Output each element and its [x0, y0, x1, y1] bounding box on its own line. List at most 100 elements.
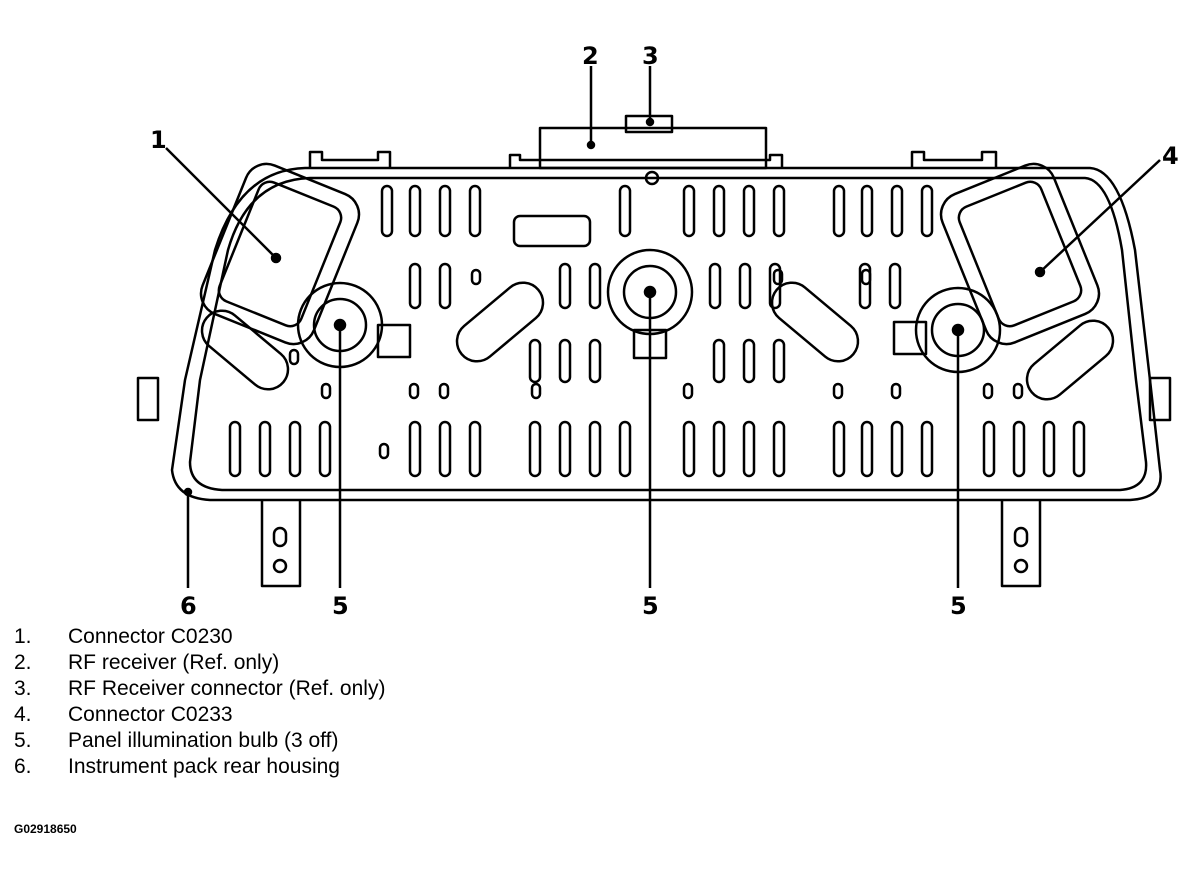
small-vent-slot [438, 382, 450, 400]
vent-slot [772, 420, 786, 478]
vent-slot [772, 184, 786, 238]
legend-text: Panel illumination bulb (3 off) [68, 729, 339, 752]
small-vent-slot [860, 268, 872, 286]
vent-slot [438, 184, 452, 238]
small-vent-slot [320, 382, 332, 400]
callout-6: 6 [180, 592, 197, 620]
parts-legend: 1. Connector C0230 2. RF receiver (Ref. on… [14, 624, 385, 780]
legend-text: RF receiver (Ref. only) [68, 651, 280, 674]
legend-item: 4. Connector C0233 [14, 702, 385, 728]
callout-3: 3 [642, 42, 659, 70]
vent-slot [438, 262, 452, 310]
vent-slot [468, 420, 482, 478]
bottom-mounting-lugs [260, 500, 1042, 588]
legend-number: 2. [14, 651, 32, 674]
vent-slot [742, 184, 756, 238]
rear-housing-outline [170, 166, 1162, 502]
vent-slot [832, 420, 846, 478]
callout-5-right: 5 [950, 592, 967, 620]
instrument-pack-diagram: 1 2 3 4 5 5 5 6 [136, 42, 1179, 620]
small-vent-slot [890, 382, 902, 400]
vent-slot [408, 420, 422, 478]
vent-slot [318, 420, 332, 478]
legend-text: RF Receiver connector (Ref. only) [68, 677, 386, 700]
vent-slot [742, 338, 756, 384]
vent-slot [682, 420, 696, 478]
figure-reference-code: G02918650 [14, 822, 77, 836]
bulb-left [296, 281, 412, 369]
vent-slot [712, 420, 726, 478]
vent-slot [920, 420, 934, 478]
top-mounting-clips [308, 150, 998, 168]
vent-slot [920, 184, 934, 238]
vent-slot [438, 420, 452, 478]
legend-item: 3. RF Receiver connector (Ref. only) [14, 676, 385, 702]
vent-slot [408, 184, 422, 238]
legend-number: 5. [14, 729, 32, 752]
vent-slot [712, 338, 726, 384]
small-vent-slot [982, 382, 994, 400]
vent-slot [408, 262, 422, 310]
centre-connector [512, 214, 592, 248]
vent-slot [888, 262, 902, 310]
legend-number: 4. [14, 703, 32, 726]
vent-slot [258, 420, 272, 478]
small-vent-slot [832, 382, 844, 400]
vent-slot [380, 184, 394, 238]
callout-5-center: 5 [642, 592, 659, 620]
legend-number: 6. [14, 755, 32, 778]
callout-4: 4 [1162, 142, 1179, 170]
vent-slot [588, 338, 602, 384]
connector-c0233 [939, 162, 1101, 346]
vent-slot [890, 184, 904, 238]
legend-number: 1. [14, 625, 32, 648]
vent-slot [288, 420, 302, 478]
vent-slot [712, 184, 726, 238]
small-vent-slot [772, 268, 784, 286]
legend-text: Connector C0233 [68, 703, 233, 726]
vent-slot [618, 184, 632, 238]
small-vent-slot [408, 382, 420, 400]
vent-slot [768, 262, 782, 310]
legend-item: 1. Connector C0230 [14, 624, 385, 650]
callout-leaders [165, 66, 1161, 588]
bulb-right [892, 286, 1002, 374]
vent-slot [982, 420, 996, 478]
vent-slot [860, 420, 874, 478]
vent-slot [860, 184, 874, 238]
legend-item: 6. Instrument pack rear housing [14, 754, 385, 780]
vent-slot [890, 420, 904, 478]
vent-slot [1042, 420, 1056, 478]
vent-slot [738, 262, 752, 310]
vent-slot [468, 184, 482, 238]
vent-slot [528, 420, 542, 478]
rf-receiver [538, 126, 768, 170]
vent-slot [528, 338, 542, 384]
vent-slot [588, 420, 602, 478]
vent-slot [858, 262, 872, 310]
small-vent-slot [1012, 382, 1024, 400]
vent-slot [708, 262, 722, 310]
ventilation-slots [228, 184, 1086, 478]
small-vent-slot [530, 382, 542, 400]
vent-slot [742, 420, 756, 478]
legend-text: Connector C0230 [68, 625, 233, 648]
legend-text: Instrument pack rear housing [68, 755, 340, 778]
inner-housing-outline [188, 176, 1148, 492]
callout-5-left: 5 [332, 592, 349, 620]
lamp-holders [200, 281, 1115, 401]
vent-slot [618, 420, 632, 478]
vent-slot [1072, 420, 1086, 478]
vent-slot [682, 184, 696, 238]
right-side-tab [1148, 376, 1172, 422]
legend-number: 3. [14, 677, 32, 700]
left-side-tab [136, 376, 160, 422]
small-vent-slot [378, 442, 390, 460]
vent-slot [772, 338, 786, 384]
vent-slot [558, 262, 572, 310]
small-vent-slot [470, 268, 482, 286]
small-vent-slot [288, 348, 300, 366]
vent-slot [558, 338, 572, 384]
legend-item: 5. Panel illumination bulb (3 off) [14, 728, 385, 754]
vent-slot [1012, 420, 1026, 478]
